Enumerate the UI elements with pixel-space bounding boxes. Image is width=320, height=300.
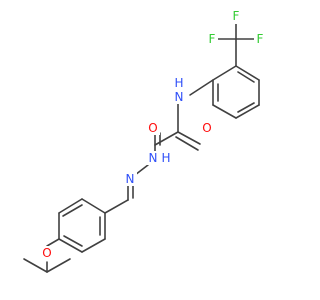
bond-ring1-c [235, 104, 260, 119]
bond-c1-o1 [177, 131, 201, 145]
atom-f3: F [254, 32, 266, 46]
molecule-structure-diagram: F F F N H O O N [23, 9, 266, 273]
atom-o2-label: O [148, 121, 157, 135]
atom-o3-label: O [42, 246, 51, 260]
atom-nh2: N H [146, 151, 172, 165]
atom-f1: F [206, 32, 218, 46]
bond-ring-nh1 [189, 79, 214, 96]
bonds [23, 21, 260, 273]
bond-ring1-a [235, 65, 260, 81]
atom-n3-label: N [126, 172, 135, 186]
bond-ring1-d [212, 104, 237, 119]
bond-ring1-db1 [237, 71, 255, 83]
atom-f2: F [230, 9, 242, 24]
atom-o3: O [40, 246, 54, 260]
atom-labels: F F F N H O O N [40, 9, 266, 260]
bond-ring2-a [81, 198, 106, 214]
atom-f3-label: F [257, 32, 264, 46]
bond-ring1-f [212, 65, 237, 81]
bond-c1-o1-db [175, 136, 199, 151]
bond-ring2-db2 [63, 235, 83, 247]
bond-ch-ring2 [104, 199, 129, 214]
bond-ipr-me2 [46, 258, 71, 273]
atom-nh2-h-label: H [161, 151, 170, 165]
bond-ring2-b [58, 198, 83, 214]
atom-n3: N [123, 172, 137, 186]
atom-o2: O [146, 121, 160, 135]
atom-nh1-n-label: N [175, 90, 184, 104]
bond-c1-c2 [154, 131, 179, 146]
atom-f1-label: F [209, 32, 216, 46]
atom-nh1: N H [172, 76, 186, 104]
bond-nh2-n3 [134, 164, 149, 176]
bond-ring2-o3 [46, 238, 60, 247]
atom-nh2-n-label: N [149, 151, 158, 165]
atom-f2-label: F [233, 9, 240, 23]
bond-ipr-me1 [23, 258, 48, 273]
atom-o1-label: O [202, 121, 211, 135]
bond-ring1-db2 [237, 102, 255, 113]
bond-ring2-e [81, 238, 106, 253]
bond-ring2-d [58, 238, 83, 253]
atom-o1: O [200, 121, 214, 135]
atom-nh1-h-label: H [174, 76, 183, 90]
bond-ring2-db1 [62, 204, 83, 217]
